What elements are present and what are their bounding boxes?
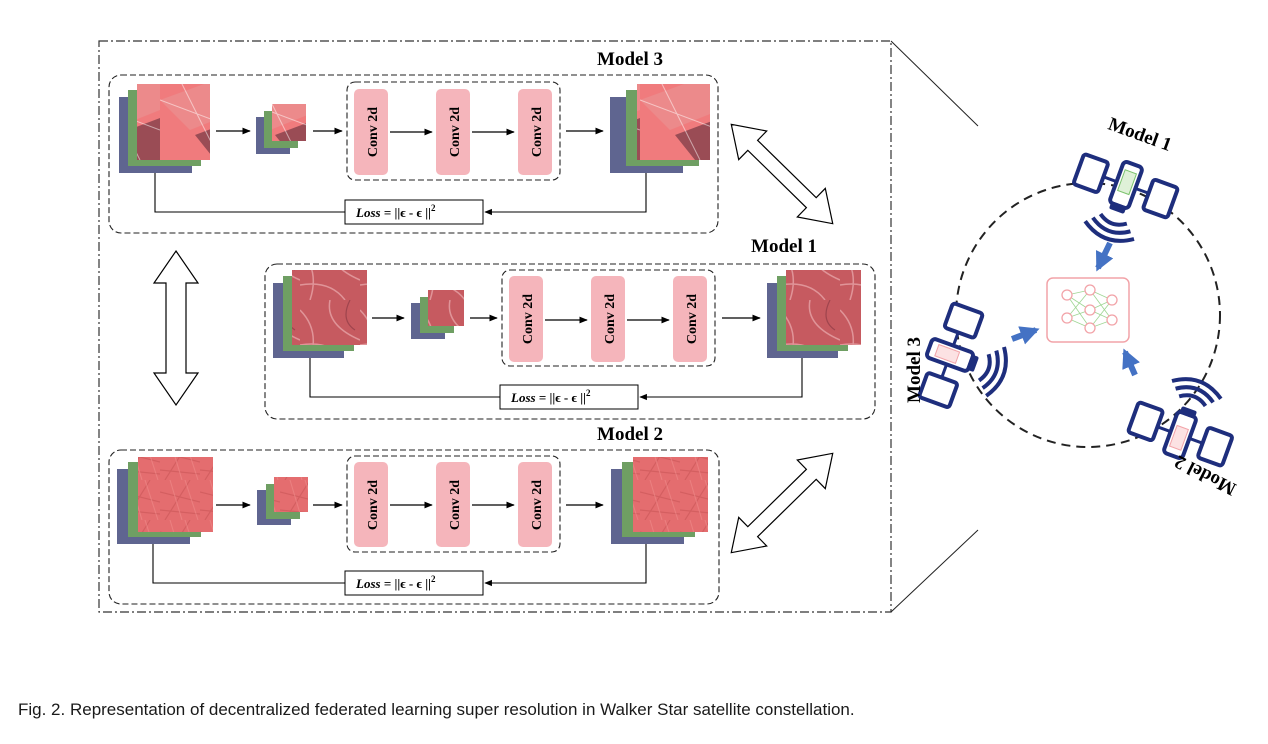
conv-layer-label: Conv 2d (685, 294, 700, 344)
input-image-stack (119, 84, 210, 173)
outer-panel-border (98, 40, 892, 613)
conv-layer-label: Conv 2d (530, 107, 545, 157)
loss-formula: Loss = ||ϵ - ϵ ||2 (510, 388, 591, 405)
input-image-stack (273, 270, 367, 358)
conv-layer-block (518, 89, 552, 175)
figure-caption: Fig. 2. Representation of decentralized … (18, 700, 855, 719)
output-image-stack (611, 457, 708, 544)
conv-layer-label: Conv 2d (521, 294, 536, 344)
conv-layer-block (354, 89, 388, 175)
pipeline-title: Model 1 (751, 236, 817, 257)
pipeline-box (108, 449, 720, 605)
output-image-stack (767, 270, 861, 358)
conv-group-box (346, 455, 561, 553)
loss-formula: Loss = ||ϵ - ϵ ||2 (355, 203, 436, 220)
zoom-line-bottom (890, 529, 979, 613)
upload-arrow (1010, 326, 1040, 345)
pipeline-box (264, 263, 876, 420)
upload-arrow (1095, 241, 1114, 272)
satellite-left (917, 301, 1008, 409)
constellation: Model 1 Model 3 Model 2 (904, 114, 1240, 500)
conv-layer-label: Conv 2d (448, 480, 463, 530)
pipeline-title: Model 2 (597, 424, 663, 445)
conv-layer-label: Conv 2d (366, 107, 381, 157)
loss-box (344, 570, 484, 596)
residual-connection (484, 173, 647, 216)
conv-layer-label: Conv 2d (530, 480, 545, 530)
conv-layer-block (673, 276, 707, 362)
pipeline-middle: Model 1 Conv 2d Conv 2d Conv 2d (264, 236, 876, 420)
pipeline-bottom: Model 2 Conv 2d Conv 2d Conv 2d (108, 424, 720, 605)
zoom-line-top (890, 40, 979, 127)
satellite-right (1126, 377, 1234, 468)
pipeline-box (108, 74, 719, 234)
upload-arrow (1122, 348, 1140, 377)
conv-layer-block (436, 462, 470, 547)
output-image-stack (610, 84, 710, 173)
conv-layer-label: Conv 2d (448, 107, 463, 157)
conv-layer-block (436, 89, 470, 175)
conv-layer-block (509, 276, 543, 362)
conv-layer-label: Conv 2d (366, 480, 381, 530)
exchange-arrow-diagonal-top (730, 123, 834, 225)
neural-network-icon (1046, 277, 1130, 343)
exchange-arrow-diagonal-bottom (730, 452, 834, 554)
downsampled-image-stack (411, 290, 464, 339)
residual-connection (309, 358, 500, 398)
exchange-arrow-vertical (152, 249, 200, 407)
pipeline-title: Model 3 (597, 49, 663, 70)
conv-layer-block (354, 462, 388, 547)
loss-box (499, 384, 639, 410)
satellite-top-label: Model 1 (1105, 114, 1174, 156)
satellite-top (1072, 152, 1180, 243)
residual-connection (154, 173, 345, 213)
satellite-left-label: Model 3 (904, 337, 925, 403)
conv-group-box (501, 269, 716, 367)
conv-layer-block (591, 276, 625, 362)
downsampled-image-stack (257, 477, 308, 525)
conv-layer-block (518, 462, 552, 547)
conv-group-box (346, 81, 561, 181)
residual-connection (484, 544, 647, 587)
downsampled-image-stack (256, 104, 306, 154)
pipeline-top: Model 3 Conv 2d Conv 2d Conv 2d (108, 49, 719, 234)
conv-layer-label: Conv 2d (603, 294, 618, 344)
input-image-stack (117, 457, 213, 544)
residual-connection (152, 544, 345, 584)
loss-box (344, 199, 484, 225)
loss-formula: Loss = ||ϵ - ϵ ||2 (355, 574, 436, 591)
residual-connection (639, 358, 803, 401)
